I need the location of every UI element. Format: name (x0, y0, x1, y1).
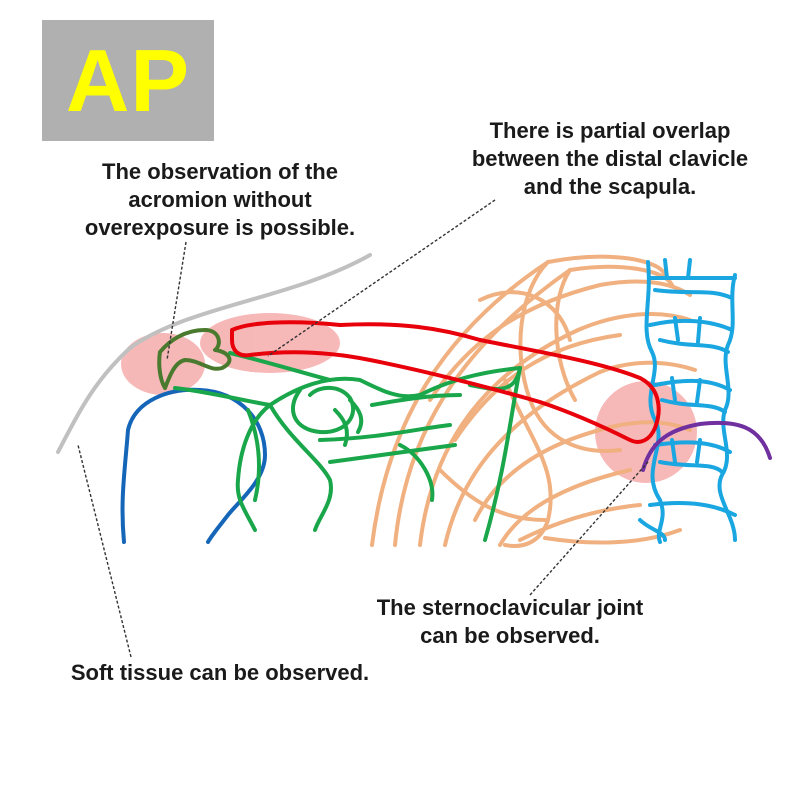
view-label-badge: AP (42, 20, 214, 141)
acromion-outline (157, 328, 232, 390)
sternoclavicular-annotation: The sternoclavicular joint can be observ… (376, 595, 644, 648)
manubrium-outline (641, 420, 772, 472)
acromion-annotation: The observation of the acromion without … (84, 159, 356, 240)
soft-tissue-annotation: Soft tissue can be observed. (70, 660, 370, 685)
sternoclavicular-highlight (595, 381, 697, 483)
humerus (120, 387, 268, 544)
scapula (173, 351, 522, 542)
leader-lines (77, 199, 649, 658)
overlap-annotation: There is partial overlap between the dis… (471, 118, 749, 199)
clavicle-outline (230, 320, 661, 444)
view-label: AP (65, 30, 191, 130)
leader-soft-tissue (77, 444, 132, 658)
leader-overlap (267, 199, 496, 357)
acromion-highlight (121, 333, 205, 395)
soft-tissue-outline (56, 253, 372, 454)
ribs (370, 254, 697, 548)
vertebrae (638, 258, 737, 544)
